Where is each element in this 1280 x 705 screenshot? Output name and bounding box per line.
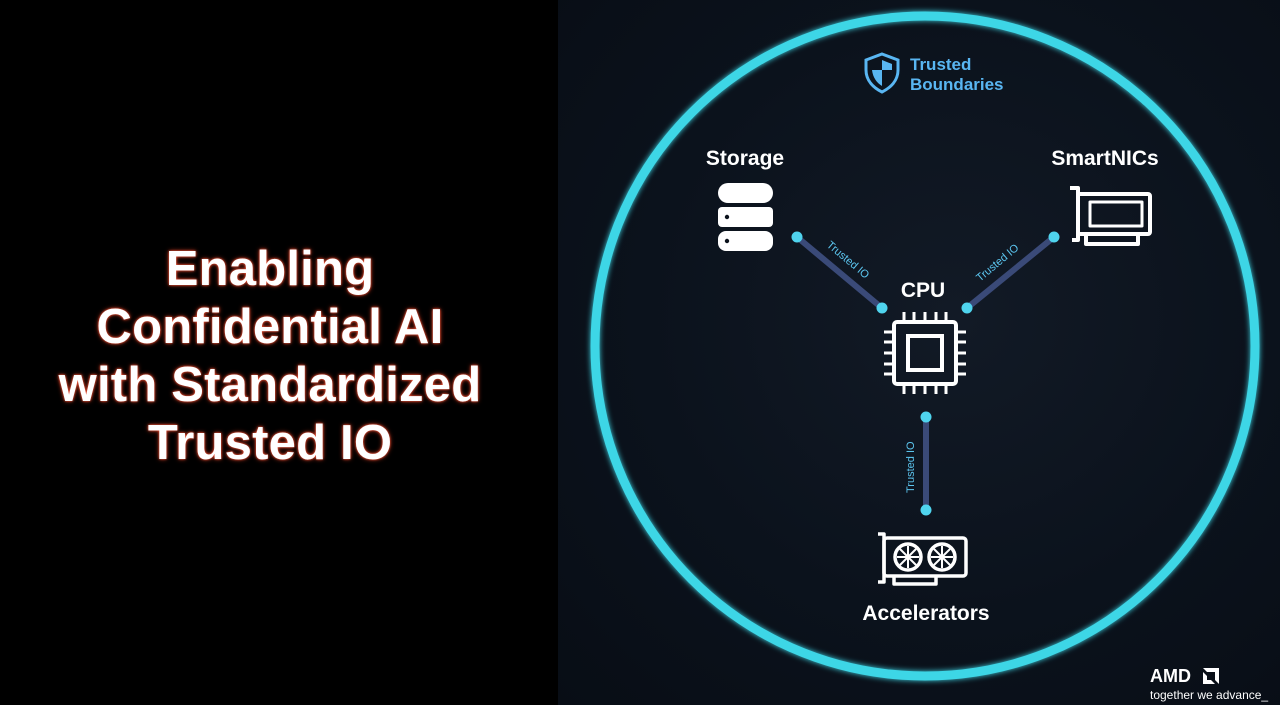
brand-tagline: together we advance_ bbox=[1150, 688, 1268, 702]
accelerators-label: Accelerators bbox=[862, 602, 989, 625]
title-panel: Enabling Confidential AI with Standardiz… bbox=[0, 0, 558, 705]
title-line-3: with Standardized bbox=[58, 358, 482, 412]
trusted-boundary-ring bbox=[590, 11, 1260, 681]
endpoint-accelerators bbox=[920, 504, 932, 516]
amd-logo: AMD bbox=[1150, 666, 1219, 686]
link-label-cpu-accelerators: Trusted IO bbox=[905, 441, 917, 493]
gpu-card-icon bbox=[878, 532, 968, 586]
title-line-2: Confidential AI bbox=[96, 300, 444, 354]
slide-title: Enabling Confidential AI with Standardiz… bbox=[20, 240, 520, 472]
smartnics-label: SmartNICs bbox=[1051, 147, 1158, 170]
amd-arrow-icon bbox=[1203, 668, 1219, 684]
link-storage-cpu bbox=[794, 234, 885, 311]
link-label-smartnics-cpu: Trusted IO bbox=[974, 242, 1022, 285]
cpu-label: CPU bbox=[901, 279, 945, 302]
amd-logo-text: AMD bbox=[1150, 666, 1191, 686]
endpoint-smartnics bbox=[1048, 231, 1060, 243]
link-label-storage-cpu: Trusted IO bbox=[824, 239, 872, 282]
cpu-chip-icon bbox=[884, 312, 966, 394]
database-icon bbox=[718, 183, 773, 251]
endpoint-storage bbox=[791, 231, 803, 243]
storage-label: Storage bbox=[706, 147, 784, 170]
title-line-4: Trusted IO bbox=[147, 416, 393, 470]
endpoint-cpu-bottom bbox=[920, 411, 932, 423]
network-card-icon bbox=[1070, 186, 1152, 246]
boundary-label-line-1: Trusted bbox=[910, 55, 971, 74]
link-smartnics-cpu bbox=[964, 234, 1057, 311]
title-line-1: Enabling bbox=[165, 242, 375, 296]
endpoint-cpu-left bbox=[876, 302, 888, 314]
endpoint-cpu-right bbox=[961, 302, 973, 314]
shield-icon bbox=[864, 52, 900, 94]
boundary-label-line-2: Boundaries bbox=[910, 75, 1004, 94]
